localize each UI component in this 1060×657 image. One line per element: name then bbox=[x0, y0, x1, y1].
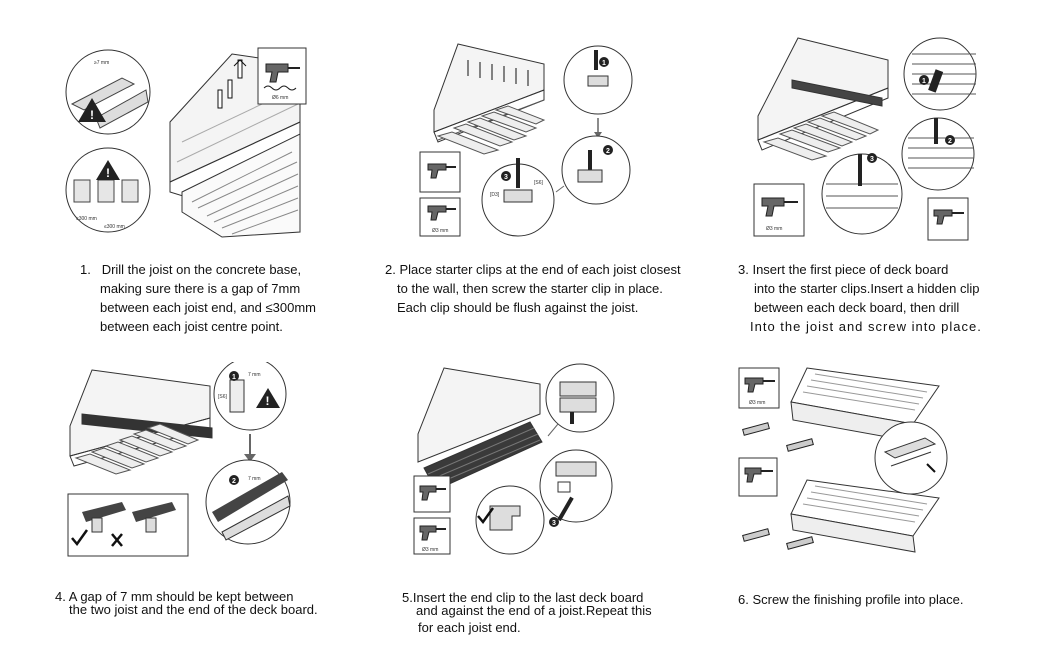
svg-text:2: 2 bbox=[606, 148, 610, 155]
step-3-illustration: 1 2 3 Ø3 mm bbox=[752, 34, 982, 244]
screw-icon bbox=[413, 475, 451, 513]
svg-text:≤300 mm: ≤300 mm bbox=[104, 224, 125, 230]
check-icon bbox=[477, 507, 495, 525]
svg-text:[S6]: [S6] bbox=[218, 394, 228, 400]
step-2-caption: 2. Place starter clips at the end of eac… bbox=[385, 262, 681, 315]
end-clip-circle-1 bbox=[545, 363, 615, 433]
warning-icon: ! bbox=[78, 98, 106, 122]
svg-text:7 mm: 7 mm bbox=[248, 372, 261, 378]
clip-detail-circle-1: 1 bbox=[563, 45, 633, 115]
drill-icon: Ø6 mm bbox=[257, 47, 307, 105]
board-detail-circle-2: 2 bbox=[901, 117, 975, 191]
svg-text:[D3]: [D3] bbox=[490, 192, 500, 198]
svg-text:1: 1 bbox=[602, 60, 606, 67]
cross-icon bbox=[111, 533, 123, 547]
svg-text:3: 3 bbox=[552, 520, 556, 527]
warning-icon: ! bbox=[96, 160, 120, 180]
screw-icon bbox=[927, 197, 969, 241]
svg-text:1: 1 bbox=[922, 78, 926, 85]
svg-text:[S6]: [S6] bbox=[534, 180, 544, 186]
svg-text:1: 1 bbox=[232, 374, 236, 381]
svg-text:7 mm: 7 mm bbox=[248, 476, 261, 482]
end-clip-circle-2: 3 bbox=[539, 449, 613, 527]
drill-icon: Ø3 mm bbox=[419, 197, 461, 237]
board-detail-circle-1: 1 bbox=[903, 37, 977, 111]
board-detail-circle-3: 3 bbox=[821, 153, 903, 235]
drill-icon: Ø3 mm bbox=[413, 517, 451, 555]
step-5-illustration: 3 Ø3 mm bbox=[410, 362, 620, 560]
step-4-illustration: 7 mm [S6] 1 ! 7 mm 2 bbox=[62, 362, 320, 560]
step-5-caption: 5.Insert the end clip to the last deck b… bbox=[402, 590, 652, 635]
spacing-detail-circle: ! ≤300 mm ≤300 mm bbox=[65, 147, 151, 233]
gap-detail-circle: 7 mm [S6] 1 ! bbox=[213, 362, 287, 431]
step-3-caption: 3. Insert the first piece of deck board … bbox=[738, 262, 982, 334]
svg-text:2: 2 bbox=[948, 138, 952, 145]
svg-text:2: 2 bbox=[232, 478, 236, 485]
clip-detail-circle-2: 2 bbox=[561, 135, 631, 205]
clip-detail-circle-3: [S6] [D3] 3 bbox=[481, 158, 555, 237]
svg-text:≥7 mm: ≥7 mm bbox=[94, 60, 109, 66]
screw-icon bbox=[419, 151, 461, 193]
svg-text:Ø6 mm: Ø6 mm bbox=[272, 95, 288, 101]
screw-icon bbox=[738, 457, 778, 497]
board-gap-circle: 7 mm 2 bbox=[205, 459, 291, 545]
svg-text:Ø3 mm: Ø3 mm bbox=[432, 228, 448, 234]
step-4-caption: 4. A gap of 7 mm should be kept between … bbox=[55, 589, 318, 617]
step-6-illustration: Ø3 mm bbox=[735, 362, 975, 560]
svg-text:Ø3 mm: Ø3 mm bbox=[766, 226, 782, 232]
svg-text:Ø3 mm: Ø3 mm bbox=[422, 547, 438, 553]
step-2-illustration: 1 2 [S6] [D3] 3 Ø3 mm bbox=[418, 40, 653, 240]
step-6-caption: 6. Screw the finishing profile into plac… bbox=[738, 592, 964, 607]
step-1-caption: 1. Drill the joist on the concrete base,… bbox=[80, 262, 316, 334]
svg-text:!: ! bbox=[266, 394, 270, 408]
warning-icon: ! bbox=[256, 388, 280, 408]
check-icon bbox=[71, 529, 89, 547]
svg-text:!: ! bbox=[106, 166, 110, 180]
svg-text:3: 3 bbox=[504, 174, 508, 181]
step-1-illustration: Ø6 mm ≥7 mm ! ! ≤300 mm ≤300 mm bbox=[62, 42, 320, 242]
drill-icon: Ø3 mm bbox=[753, 183, 805, 237]
end-clip-circle-3 bbox=[475, 485, 545, 555]
profile-detail-circle bbox=[874, 421, 948, 495]
drill-icon: Ø3 mm bbox=[738, 367, 780, 409]
svg-text:Ø3 mm: Ø3 mm bbox=[749, 400, 765, 406]
gap-detail-circle: ≥7 mm ! bbox=[65, 49, 151, 135]
comparison-box bbox=[67, 493, 189, 557]
svg-text:!: ! bbox=[90, 108, 94, 122]
svg-text:3: 3 bbox=[870, 156, 874, 163]
svg-text:≤300 mm: ≤300 mm bbox=[76, 216, 97, 222]
